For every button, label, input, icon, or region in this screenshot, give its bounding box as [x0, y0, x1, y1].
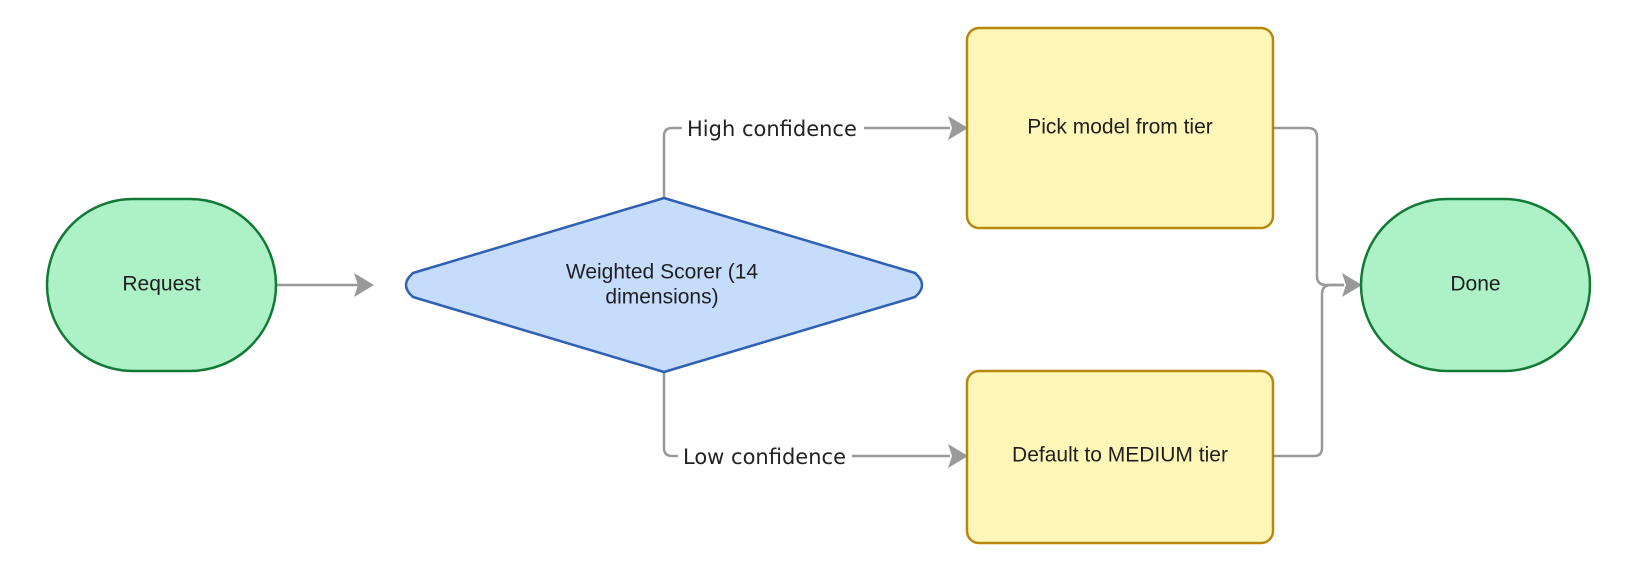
arrowhead-low-confidence: [948, 444, 968, 468]
weighted-scorer-shape: [404, 196, 924, 374]
node-default-medium: Default to MEDIUM tier: [965, 369, 1275, 545]
edge-pick-to-done: [1273, 126, 1344, 287]
node-weighted-scorer: Weighted Scorer (14 dimensions): [404, 196, 924, 374]
edge-default-to-done: [1273, 283, 1344, 458]
arrowhead-high-confidence: [948, 116, 968, 140]
weighted-scorer-label-line2: dimensions): [605, 286, 718, 309]
weighted-scorer-label-line1: Weighted Scorer (14: [566, 261, 759, 284]
edges: [276, 116, 1362, 468]
edge-label-low-confidence: Low confidence: [683, 445, 846, 469]
node-done: Done: [1359, 197, 1592, 373]
done-shape: [1359, 197, 1592, 373]
pick-model-shape: [965, 26, 1275, 230]
arrowhead-to-done: [1342, 273, 1362, 297]
edge-low-confidence: [662, 372, 950, 458]
request-label: Request: [122, 273, 200, 296]
default-medium-label: Default to MEDIUM tier: [1012, 444, 1228, 467]
node-pick-model: Pick model from tier: [965, 26, 1275, 230]
default-medium-shape: [965, 369, 1275, 545]
pick-model-label: Pick model from tier: [1027, 116, 1213, 139]
arrowhead-request-to-scorer: [354, 273, 374, 297]
request-shape: [45, 197, 278, 373]
node-request: Request: [45, 197, 278, 373]
done-label: Done: [1450, 273, 1500, 296]
edge-label-high-confidence: High confidence: [687, 117, 857, 141]
edge-high-confidence: [662, 126, 950, 198]
